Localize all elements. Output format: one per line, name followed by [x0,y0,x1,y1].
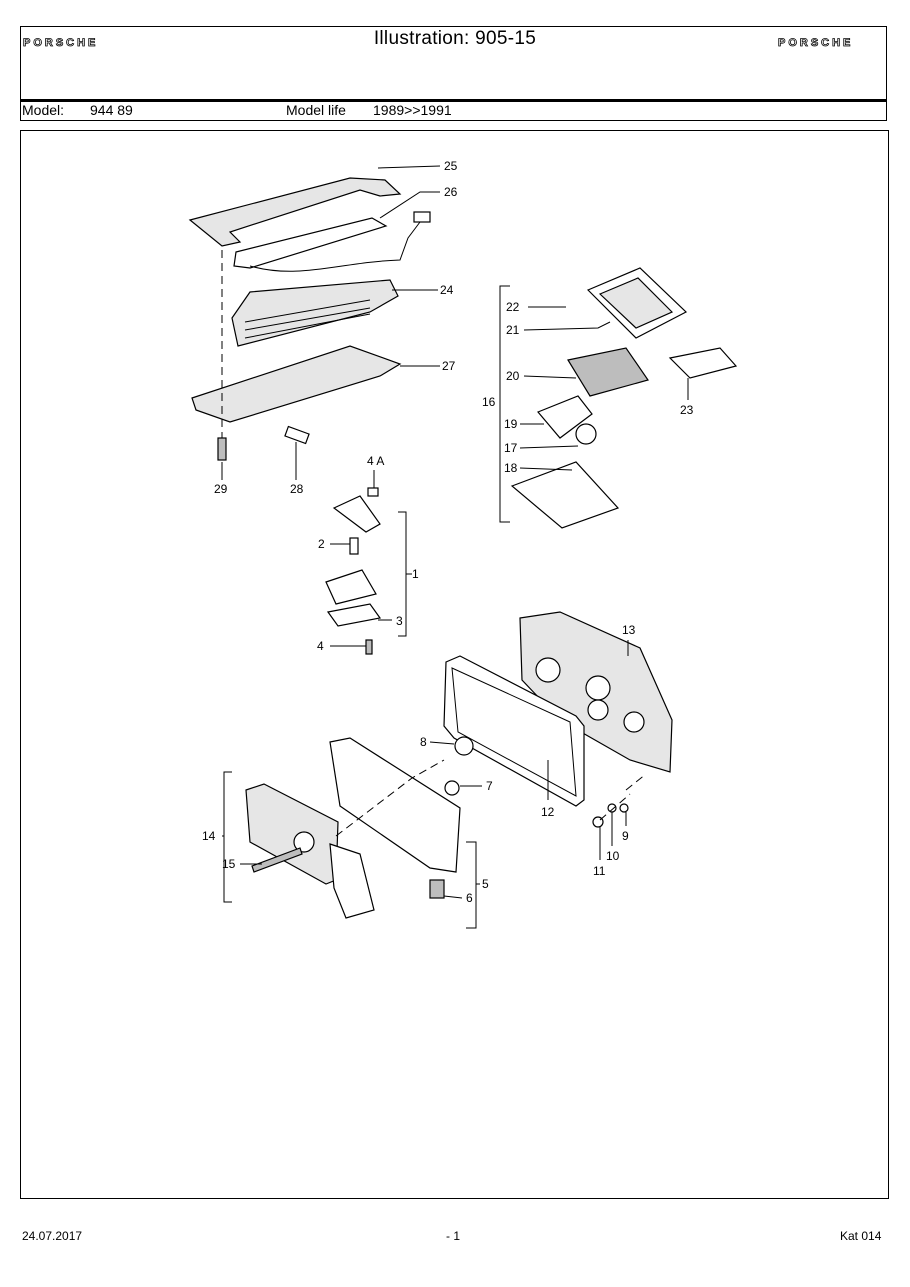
callout-11: 11 [593,864,606,878]
model-label: Model: [22,102,65,118]
leader-25 [377,165,441,169]
leader-20 [523,375,577,379]
part-7-bulb [444,780,460,796]
callout-14: 14 [202,829,216,843]
footer-date: 24.07.2017 [22,1229,83,1243]
part-9-clip [619,803,629,813]
model-value: 944 89 [90,102,133,118]
callout-5: 5 [482,877,489,891]
part-5-carrier [329,737,461,873]
part-19-socket [537,395,593,439]
part-24-lamp-housing [231,279,399,347]
leader-21 [523,321,611,331]
part-20-reflector [567,347,649,397]
part-25-cover [188,177,402,247]
part-12-gasket [443,655,585,807]
part-17-bulb [575,423,597,445]
callout-22: 22 [506,300,520,314]
part-18-housing [510,461,620,529]
part-26-connector [413,211,431,223]
part-13-opening-4 [623,711,645,733]
part-13-opening-2 [585,675,611,701]
callout-24: 24 [440,283,454,297]
callout-29: 29 [214,482,228,496]
footer-page-number: - 1 [446,1229,461,1243]
part-13-opening-3 [587,699,609,721]
porsche-logo-left: PORSCHE [23,37,98,48]
footer-catalog: Kat 014 [840,1229,882,1243]
porsche-logo-right: PORSCHE [778,37,853,48]
callout-13: 13 [622,623,636,637]
part-12-gasket-inner [451,667,577,797]
part-1-holder [325,569,377,605]
part-15-screw [251,847,303,873]
part-23-lens-small [668,347,738,379]
callout-27: 27 [442,359,456,373]
part-4a-bracket [332,495,381,533]
callout-9: 9 [622,829,629,843]
callout-26: 26 [444,185,458,199]
model-bar [20,99,887,121]
part-24-grid [244,299,371,339]
bracket-16 [499,285,510,523]
part-14-hole [293,831,315,853]
callout-12: 12 [541,805,555,819]
leader-6 [443,895,463,899]
part-13-opening-1 [535,657,561,683]
leader-8 [429,741,455,745]
part-26-gasket [233,217,388,269]
part-4-screw [365,639,373,655]
callout-7: 7 [486,779,493,793]
part-14-lamp [329,843,375,919]
callout-23: 23 [680,403,694,417]
callout-6: 6 [466,891,473,905]
guide-line-lamp [335,759,445,837]
callout-28: 28 [290,482,304,496]
leader-26 [379,191,440,219]
exploded-parts-drawing: 25 26 24 27 22 21 20 16 19 17 18 23 29 2… [188,159,738,929]
part-4a-nut [367,487,379,497]
guide-line-right [599,773,647,821]
callout-15: 15 [222,857,236,871]
part-2-clip [349,537,359,555]
callout-4: 4 [317,639,324,653]
part-28-bulb [284,425,310,445]
callout-10: 10 [606,849,620,863]
callout-17: 17 [504,441,518,455]
callout-25: 25 [444,159,458,173]
leader-17 [519,445,579,449]
part-27-pad [191,345,402,423]
model-life-label: Model life [286,102,346,118]
part-10-washer [607,803,617,813]
porsche-logo-text: PORSCHE [23,37,98,48]
part-21-lens [598,277,674,329]
porsche-logo-text: PORSCHE [778,37,853,48]
leader-18 [519,467,573,471]
callout-20: 20 [506,369,520,383]
callout-19: 19 [504,417,518,431]
bracket-14 [223,771,232,903]
callout-8: 8 [420,735,427,749]
callout-3: 3 [396,614,403,628]
part-26-cable [249,221,421,272]
part-3-plate [326,603,382,627]
callout-21: 21 [506,323,520,337]
illustration-frame [20,130,889,1199]
callout-4a: 4 A [367,454,384,468]
callout-16: 16 [482,395,496,409]
part-29-screw [217,437,227,461]
model-life-value: 1989>>1991 [373,102,452,118]
callout-2: 2 [318,537,325,551]
part-8-bulb [454,736,474,756]
callout-1: 1 [412,567,419,581]
header-frame [20,26,887,121]
part-6-connector [429,879,445,899]
callout-18: 18 [504,461,518,475]
page-title: Illustration: 905-15 [373,28,537,49]
bracket-5 [466,841,477,929]
